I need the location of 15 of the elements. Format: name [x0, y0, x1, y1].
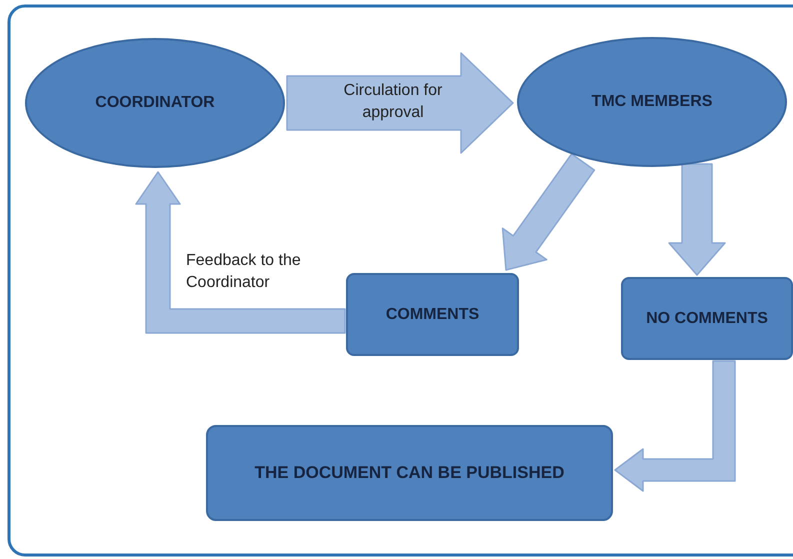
edge-label: Circulation for approval — [342, 81, 444, 124]
process-box — [621, 277, 793, 360]
node-label: THE DOCUMENT CAN BE PUBLISHED — [254, 463, 564, 483]
block-arrow — [614, 360, 736, 492]
block-arrow — [135, 171, 346, 334]
process-box — [206, 425, 613, 521]
block-arrow — [502, 153, 596, 271]
node-label: NO COMMENTS — [646, 310, 768, 328]
block-arrow — [668, 163, 726, 276]
node-label: COORDINATOR — [95, 94, 215, 112]
block-arrow — [286, 52, 514, 154]
node-label: TMC MEMBERS — [592, 93, 712, 111]
process-box — [346, 273, 519, 356]
node-label: COMMENTS — [386, 306, 480, 324]
edge-label: Feedback to the Coordinator — [186, 251, 302, 294]
